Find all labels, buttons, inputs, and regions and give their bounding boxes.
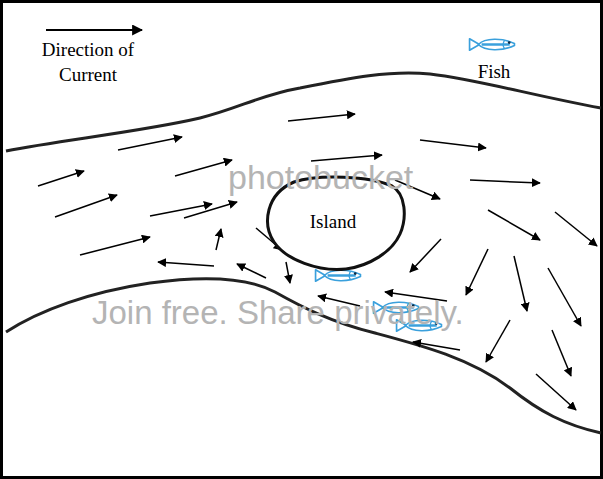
- fish-sample: [468, 36, 516, 53]
- legend-text: Direction of Current: [30, 38, 146, 87]
- island-label: Island: [310, 211, 356, 233]
- fish-icon: [316, 270, 361, 281]
- watermark: photobucket: [228, 158, 413, 197]
- watermark: Join free. Share privately.: [92, 294, 464, 332]
- current-arrows: [38, 114, 597, 410]
- current-arrow-sample: [44, 22, 144, 38]
- lower-bank: [6, 279, 601, 433]
- legend-text: Fish: [466, 60, 522, 85]
